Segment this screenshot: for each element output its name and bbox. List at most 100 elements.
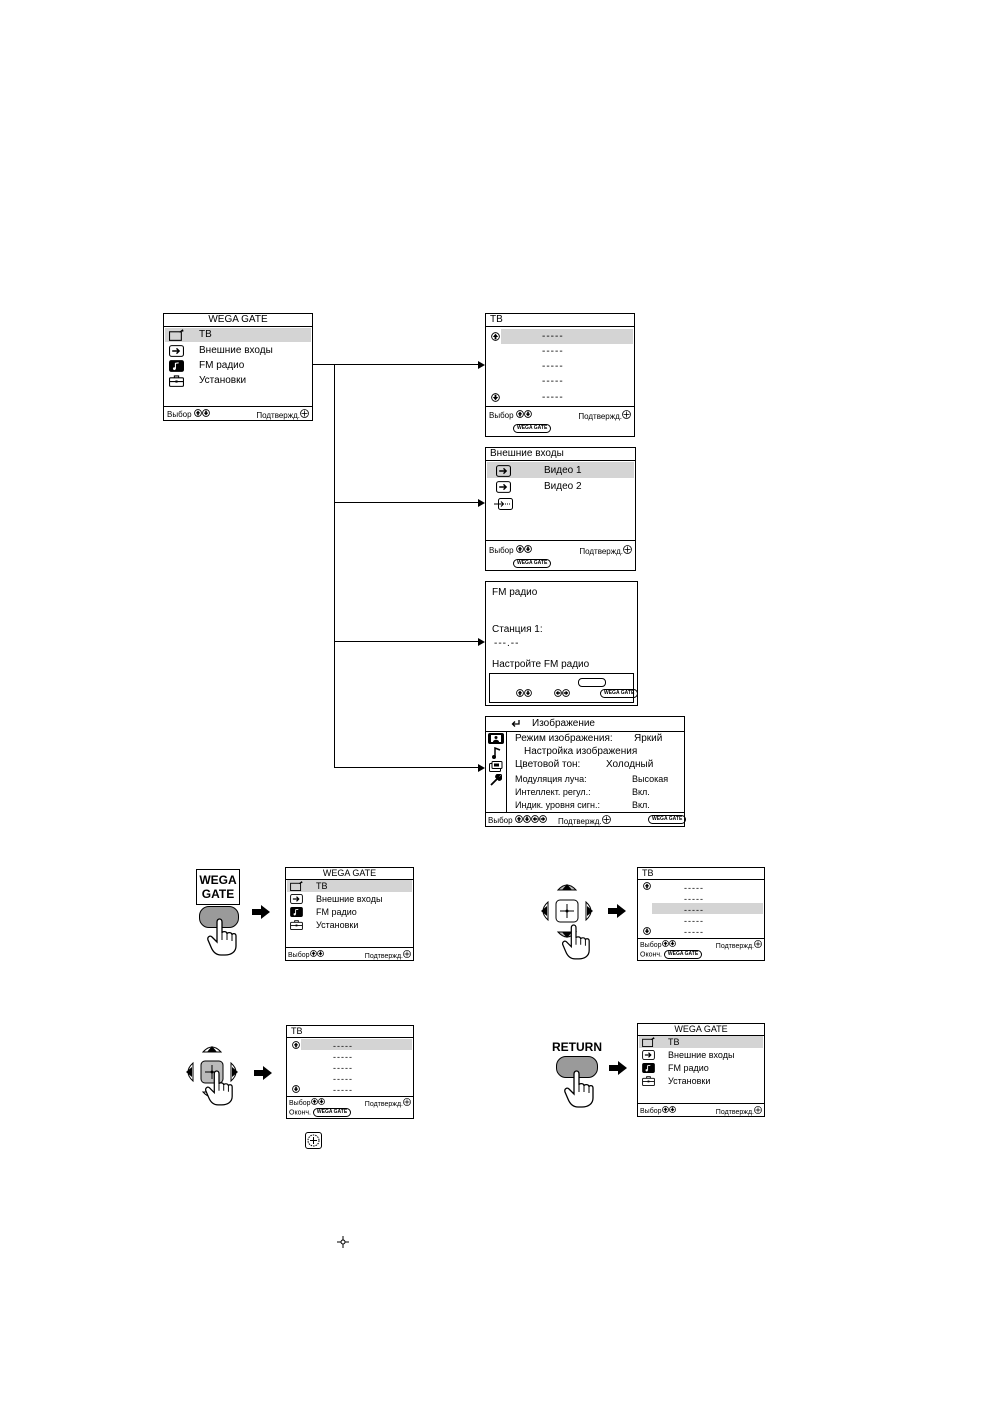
setting-label-signal-level[interactable]: Индик. уровня сигн.: bbox=[515, 800, 600, 810]
down-arrow-icon bbox=[524, 689, 532, 697]
input-video-2[interactable]: Видео 2 bbox=[544, 481, 582, 492]
ok-icon bbox=[754, 1106, 762, 1114]
picture-icon[interactable] bbox=[490, 734, 502, 743]
setting-label-picture-mode[interactable]: Режим изображения: bbox=[515, 733, 613, 744]
tv-channel-1[interactable]: ----- bbox=[542, 331, 564, 342]
menu-item-inputs[interactable]: Внешние входы bbox=[316, 894, 383, 904]
settings-icon bbox=[169, 375, 184, 387]
step4-wega-gate-menu: WEGA GATE ТВ Внешние входы FM радио Уста… bbox=[637, 1023, 765, 1117]
arrowhead-fm bbox=[478, 638, 485, 646]
footer-exit: Оконч. WEGA GATE bbox=[289, 1108, 352, 1118]
down-arrow-icon bbox=[524, 545, 532, 553]
scroll-up-icon[interactable] bbox=[491, 332, 500, 341]
ok-icon bbox=[403, 1098, 411, 1106]
footer-select: Выбор bbox=[640, 940, 676, 951]
menu-item-tv[interactable]: ТВ bbox=[316, 881, 328, 891]
wega-gate-menu: WEGA GATE ТВ Внешние входы FM радио Уста… bbox=[163, 313, 313, 421]
menu-item-tv[interactable]: ТВ bbox=[668, 1037, 680, 1047]
sound-icon[interactable] bbox=[491, 747, 501, 759]
up-arrow-icon bbox=[662, 940, 669, 947]
scroll-up-icon[interactable] bbox=[292, 1041, 300, 1049]
footer-select: Выбор bbox=[288, 950, 324, 961]
scroll-down-icon[interactable] bbox=[643, 927, 651, 935]
menu-item-settings[interactable]: Установки bbox=[316, 920, 359, 930]
footer-select: Выбор bbox=[488, 815, 547, 826]
connector-tv bbox=[334, 364, 480, 365]
tv-channel-2[interactable]: ----- bbox=[684, 894, 704, 904]
menu-item-inputs[interactable]: Внешние входы bbox=[199, 345, 273, 356]
setting-label-beam-modulation[interactable]: Модуляция луча: bbox=[515, 774, 587, 784]
up-arrow-icon bbox=[194, 409, 202, 417]
fm-menu-title: FM радио bbox=[492, 587, 538, 598]
scroll-down-icon[interactable] bbox=[491, 393, 500, 402]
tv-channel-4[interactable]: ----- bbox=[542, 376, 564, 387]
fm-ok-key-icon[interactable] bbox=[578, 678, 606, 687]
menu-item-fm[interactable]: FM радио bbox=[668, 1063, 709, 1073]
settings-title: Изображение bbox=[532, 718, 595, 729]
step1-wega-gate-menu: WEGA GATE ТВ Внешние входы FM радио Уста… bbox=[285, 867, 414, 961]
ok-icon bbox=[602, 815, 611, 824]
menu-item-inputs[interactable]: Внешние входы bbox=[668, 1050, 735, 1060]
ok-icon bbox=[623, 545, 632, 554]
footer-confirm: Подтвержд. bbox=[579, 545, 632, 557]
menu-item-settings[interactable]: Установки bbox=[668, 1076, 711, 1086]
wega-gate-badge: WEGA GATE bbox=[513, 559, 552, 569]
footer-select: Выбор bbox=[640, 1106, 676, 1117]
input-icon bbox=[496, 465, 511, 477]
tv-channel-1[interactable]: ----- bbox=[333, 1041, 353, 1051]
tv-channel-1[interactable]: ----- bbox=[684, 883, 704, 893]
input-icon bbox=[290, 894, 303, 904]
footer-select: Выбор bbox=[489, 545, 532, 556]
return-icon bbox=[511, 720, 520, 727]
menu-item-tv[interactable]: ТВ bbox=[199, 329, 212, 340]
input-video-1[interactable]: Видео 1 bbox=[544, 465, 582, 476]
step-arrow-icon bbox=[254, 1066, 272, 1080]
pressing-hand-icon bbox=[205, 915, 239, 957]
screen-icon[interactable] bbox=[489, 761, 503, 772]
setting-label-color-tone[interactable]: Цветовой тон: bbox=[515, 759, 581, 770]
tv-channel-5[interactable]: ----- bbox=[542, 392, 564, 403]
tv-channel-2[interactable]: ----- bbox=[333, 1052, 353, 1062]
ok-icon bbox=[300, 409, 309, 418]
setting-value-signal-level: Вкл. bbox=[632, 800, 650, 810]
fm-up-down-icon bbox=[516, 689, 532, 700]
tv-channel-5[interactable]: ----- bbox=[333, 1085, 353, 1095]
up-arrow-icon bbox=[516, 410, 524, 418]
tv-menu-title: ТВ bbox=[287, 1026, 413, 1038]
pressing-hand-icon bbox=[562, 1067, 596, 1109]
up-arrow-icon bbox=[516, 689, 524, 697]
tv-channel-4[interactable]: ----- bbox=[333, 1074, 353, 1084]
tv-menu: ТВ ----- ----- ----- ----- ----- Выбор П… bbox=[485, 313, 635, 437]
scroll-down-icon[interactable] bbox=[292, 1085, 300, 1093]
wrench-icon[interactable] bbox=[490, 774, 502, 786]
tv-channel-5[interactable]: ----- bbox=[684, 927, 704, 937]
down-arrow-icon bbox=[318, 1098, 325, 1105]
step3-tv-menu: ТВ ----- ----- ----- ----- ----- Выбор П… bbox=[286, 1025, 414, 1119]
menu-item-fm[interactable]: FM радио bbox=[316, 907, 357, 917]
tv-channel-3[interactable]: ----- bbox=[542, 361, 564, 372]
ok-icon bbox=[307, 1134, 320, 1147]
ok-icon bbox=[403, 950, 411, 958]
component-input-icon bbox=[494, 498, 513, 510]
arrowhead-settings bbox=[478, 764, 485, 772]
setting-label-intelligent[interactable]: Интеллект. регул.: bbox=[515, 787, 591, 797]
tv-channel-3[interactable]: ----- bbox=[333, 1063, 353, 1073]
tv-icon bbox=[290, 881, 303, 891]
scroll-up-icon[interactable] bbox=[643, 882, 651, 890]
menu-item-fm[interactable]: FM радио bbox=[199, 360, 245, 371]
menu-item-settings[interactable]: Установки bbox=[199, 375, 247, 386]
fm-control-bar: WEGA GATE bbox=[489, 673, 639, 703]
step-arrow-icon bbox=[608, 904, 626, 918]
setting-label-picture-adjust[interactable]: Настройка изображения bbox=[524, 746, 638, 757]
tv-channel-2[interactable]: ----- bbox=[542, 346, 564, 357]
tv-channel-3[interactable]: ----- bbox=[684, 905, 704, 915]
down-arrow-icon bbox=[317, 950, 324, 957]
setting-value-intelligent: Вкл. bbox=[632, 787, 650, 797]
footer-exit: Оконч. WEGA GATE bbox=[640, 950, 703, 960]
inputs-menu-title: Внешние входы bbox=[486, 448, 635, 461]
fm-left-right-icon bbox=[554, 689, 570, 700]
tv-channel-4[interactable]: ----- bbox=[684, 916, 704, 926]
pressing-hand-icon bbox=[560, 922, 592, 960]
setting-value-picture-mode: Яркий bbox=[634, 733, 663, 744]
step-arrow-icon bbox=[252, 905, 270, 919]
